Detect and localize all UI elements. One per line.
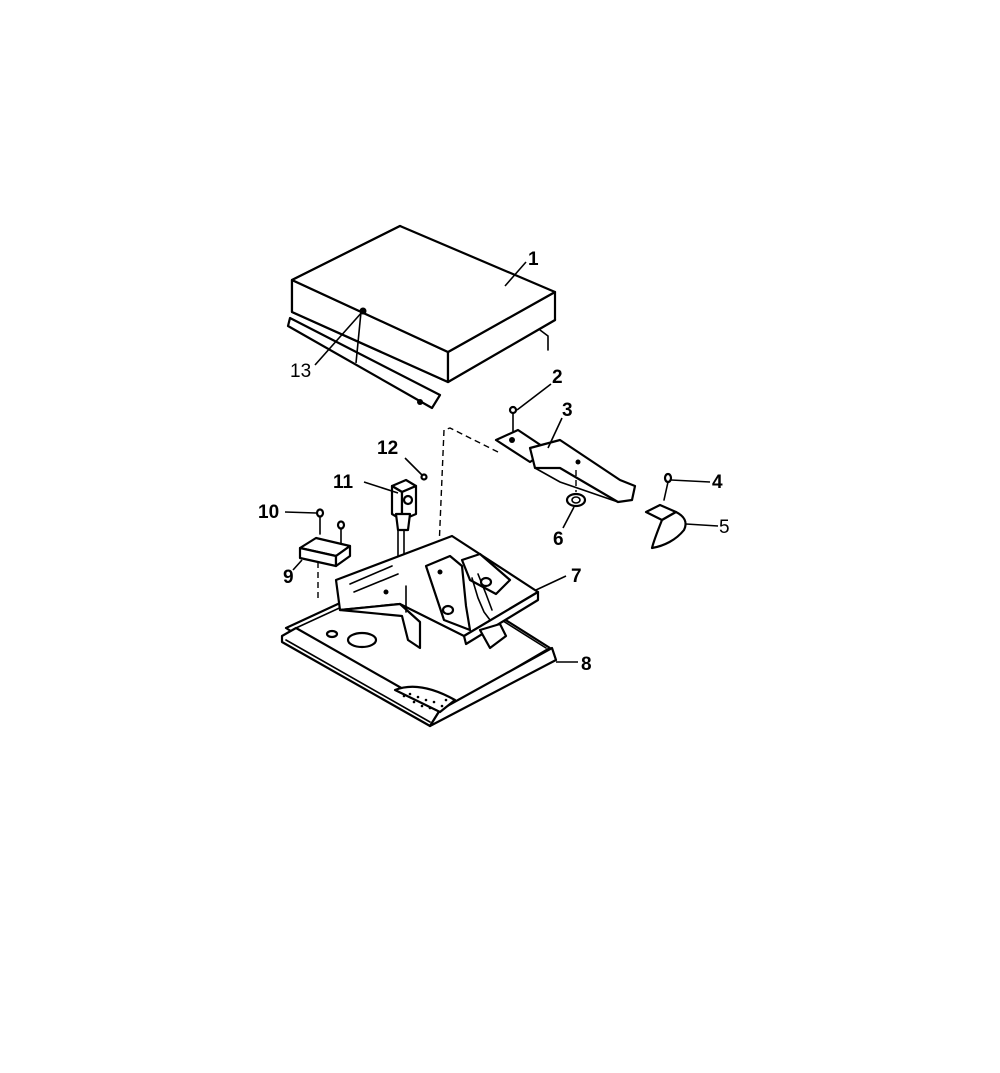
callout-4: 4: [712, 472, 723, 493]
part-2-screw: [508, 405, 518, 433]
part-3-bracket: [494, 428, 637, 504]
callout-labels: 1 13 2 3 12 11 10 9 4 5 6 7 8: [258, 249, 730, 675]
part-5-curved-bracket: [644, 503, 687, 550]
callout-9: 9: [283, 567, 294, 588]
part-7-mounting-plate: [334, 534, 540, 650]
part-10-screws: [315, 508, 346, 547]
callout-10: 10: [258, 502, 279, 523]
callout-1: 1: [528, 249, 539, 270]
part-9-block: [298, 536, 352, 600]
speckled-pad: [393, 685, 457, 714]
assembly-line: [437, 427, 499, 573]
callout-5: 5: [719, 517, 730, 538]
part-1-cover: [286, 224, 557, 410]
callout-11: 11: [333, 472, 354, 493]
callout-3: 3: [562, 400, 573, 421]
part-6-nut: [565, 470, 587, 508]
leader-lines: [284, 261, 719, 663]
callout-12: 12: [377, 438, 398, 459]
callout-8: 8: [581, 654, 592, 675]
part-4-screw: [663, 472, 673, 501]
callout-2: 2: [552, 367, 563, 388]
callout-7: 7: [571, 566, 582, 587]
callout-13: 13: [290, 361, 311, 382]
callout-6: 6: [553, 529, 564, 550]
